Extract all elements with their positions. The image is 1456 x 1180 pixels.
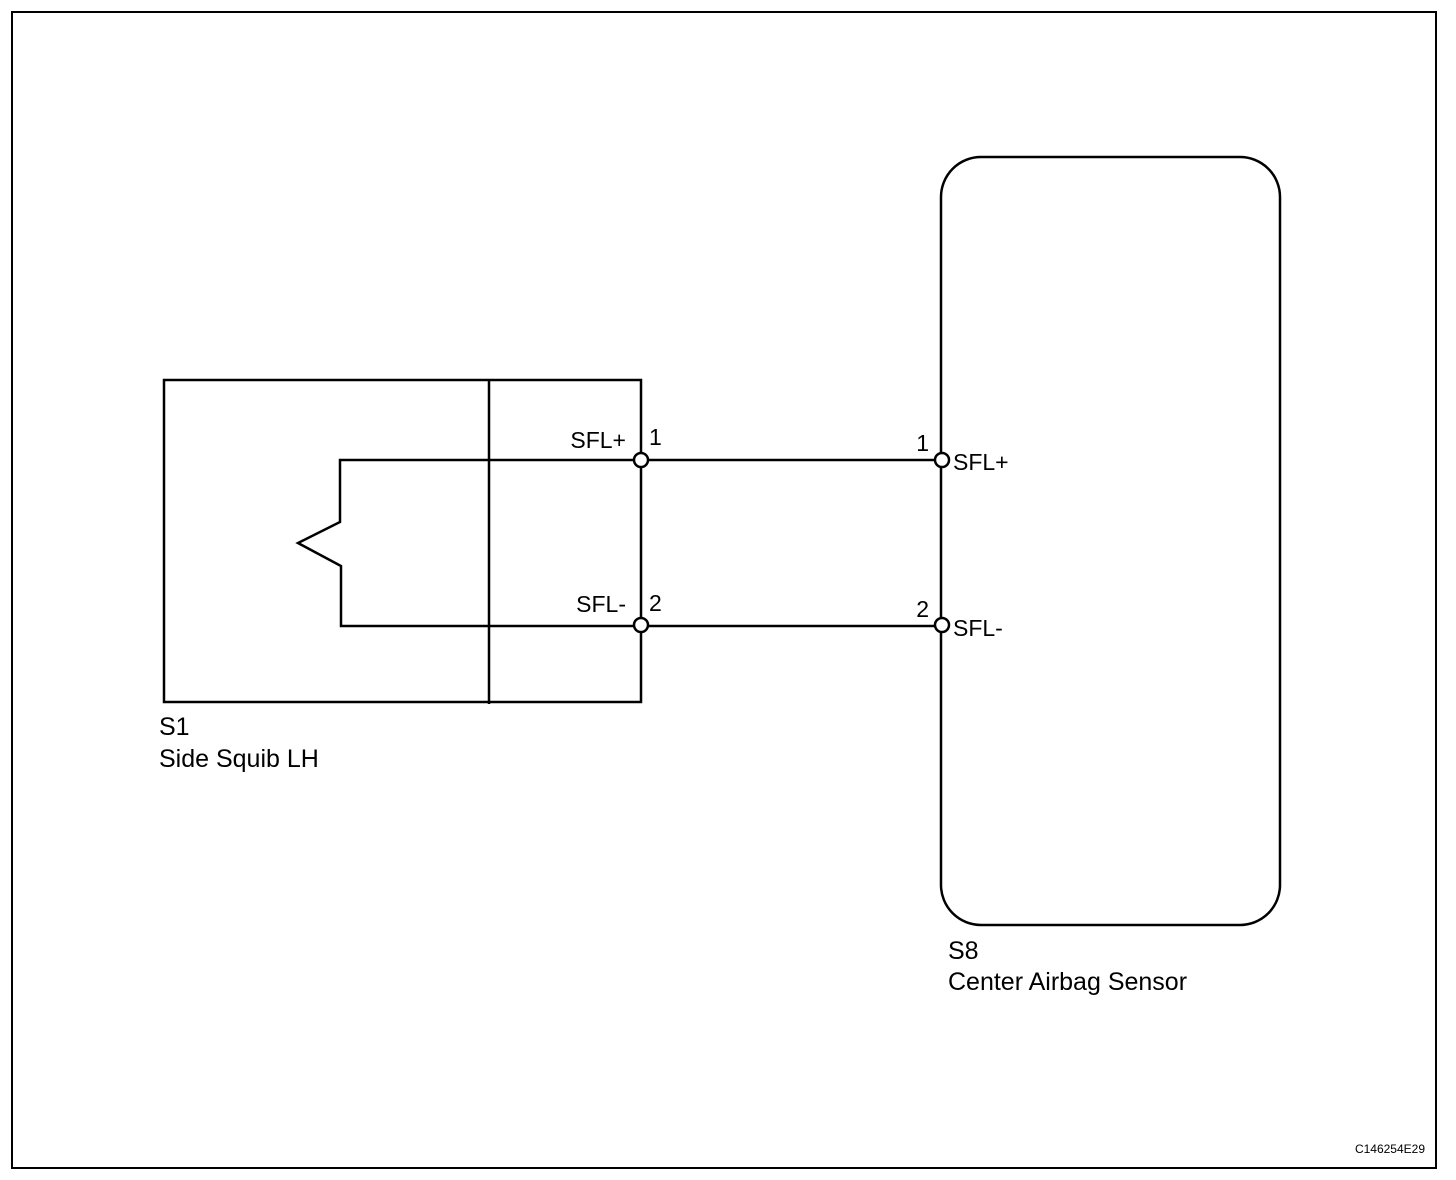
s1-terminal-1 — [632, 451, 650, 469]
s8-pin2-signal-label: SFL- — [953, 615, 1003, 641]
s1-component-code: S1 — [159, 713, 190, 741]
s1-component-box — [162, 378, 643, 704]
s8-component-code: S8 — [948, 937, 979, 965]
s1-pin2-number-label: 2 — [649, 590, 662, 616]
squib-element-symbol — [295, 458, 489, 628]
figure-code: C146254E29 — [1355, 1142, 1425, 1156]
s8-terminal-2 — [933, 616, 951, 634]
s8-pin1-number-label: 1 — [916, 430, 929, 456]
s1-pin2-signal-label: SFL- — [576, 591, 626, 617]
s8-sensor-box — [939, 155, 1282, 927]
s1-pin1-signal-label: SFL+ — [570, 427, 626, 453]
s8-pin2-number-label: 2 — [916, 596, 929, 622]
s1-component-name: Side Squib LH — [159, 745, 319, 773]
s1-terminal-2 — [632, 616, 650, 634]
s8-pin1-signal-label: SFL+ — [953, 449, 1009, 475]
s1-pin1-number-label: 1 — [649, 424, 662, 450]
s8-component-name: Center Airbag Sensor — [948, 968, 1187, 996]
outer-frame — [11, 11, 1437, 1169]
s1-side-squib-component — [162, 378, 643, 704]
s8-terminal-1 — [933, 451, 951, 469]
